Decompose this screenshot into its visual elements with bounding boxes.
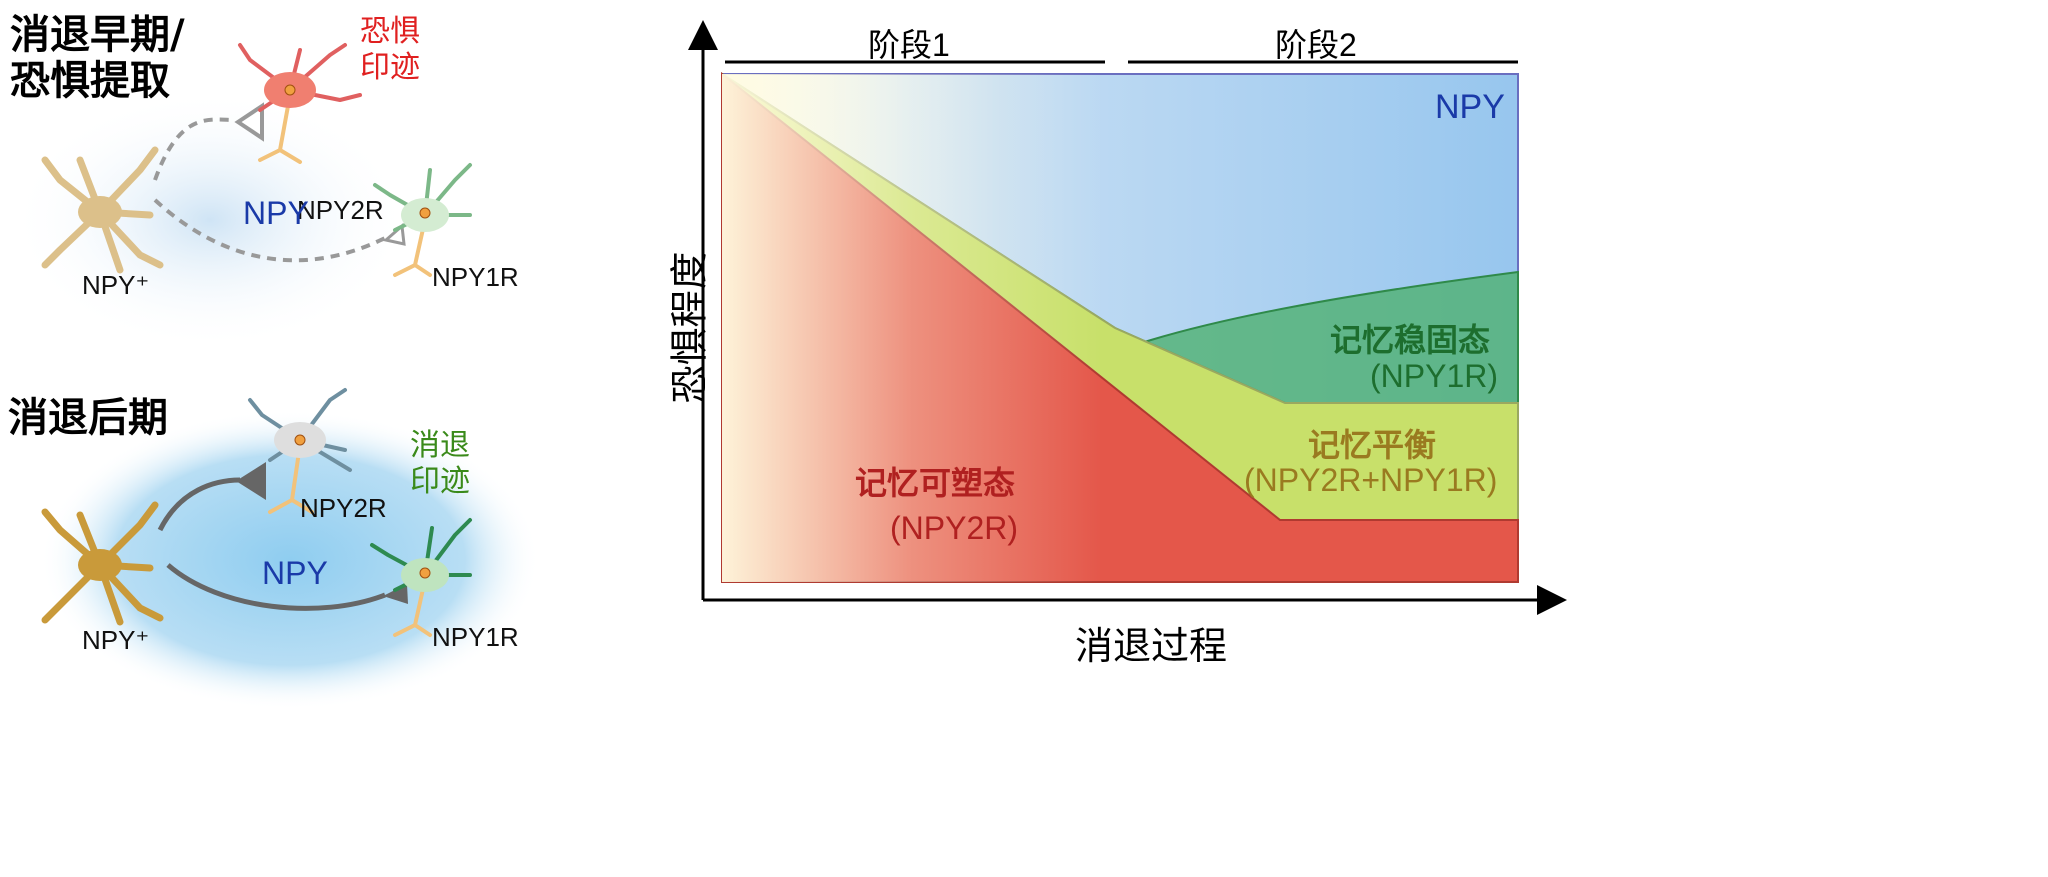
phase1-label: 阶段1 [868, 27, 950, 63]
synapse-filled-triangle-top [236, 462, 266, 500]
synapse-filled-triangle-bottom [383, 584, 408, 604]
npy1r-neuron-icon-top [373, 163, 472, 277]
npy-label-early: NPY [243, 195, 309, 231]
fear-engram-neuron-icon [238, 43, 362, 164]
npy-source-label-early: NPY⁺ [82, 270, 150, 300]
late-stage-title: 消退后期 [8, 395, 168, 441]
projection-solid-top [157, 477, 241, 532]
synapse-open-triangle-bottom [382, 222, 406, 246]
phase2-label: 阶段2 [1275, 27, 1357, 63]
consolidation-sub-label: (NPY1R) [1370, 358, 1499, 394]
npy-neuron-icon [41, 146, 164, 274]
balance-label: 记忆平衡 [1308, 426, 1437, 464]
npy1r-label-early: NPY1R [432, 262, 519, 292]
projection-dashed-top [153, 117, 236, 181]
plasticity-sub-label: (NPY2R) [890, 510, 1019, 546]
npy-region-label: NPY [1435, 88, 1505, 126]
npy1r-label-late: NPY1R [432, 622, 519, 652]
fear-engram-label: 恐惧印迹 [360, 15, 420, 84]
npy-source-label-late: NPY⁺ [82, 625, 150, 655]
early-fade-overlay [722, 74, 1102, 582]
projection-solid-bottom [166, 563, 386, 611]
early-stage-title: 消退早期/恐惧提取 [10, 12, 185, 104]
balance-sub-label: (NPY2R+NPY1R) [1244, 462, 1498, 498]
npy-neuron-icon-late [41, 501, 164, 626]
projection-dashed-bottom [153, 198, 386, 263]
npy-diffusion-glow [10, 90, 410, 350]
extinction-engram-label: 消退印迹 [410, 429, 470, 498]
npy2r-label-early: NPY2R [297, 195, 384, 225]
npy-label-late: NPY [262, 555, 328, 591]
npy2r-neuron-icon-late [248, 388, 352, 514]
x-axis-label: 消退过程 [1075, 626, 1228, 668]
npy-diffusion-glow-late [40, 410, 540, 710]
synapse-open-triangle-top [234, 102, 264, 142]
npy2r-label-late: NPY2R [300, 493, 387, 523]
y-axis-label: 恐惧程度 [669, 251, 712, 404]
extinction-engram-neuron-icon [370, 518, 472, 637]
plasticity-label: 记忆可塑态 [855, 464, 1016, 502]
consolidation-label: 记忆稳固态 [1330, 321, 1491, 359]
